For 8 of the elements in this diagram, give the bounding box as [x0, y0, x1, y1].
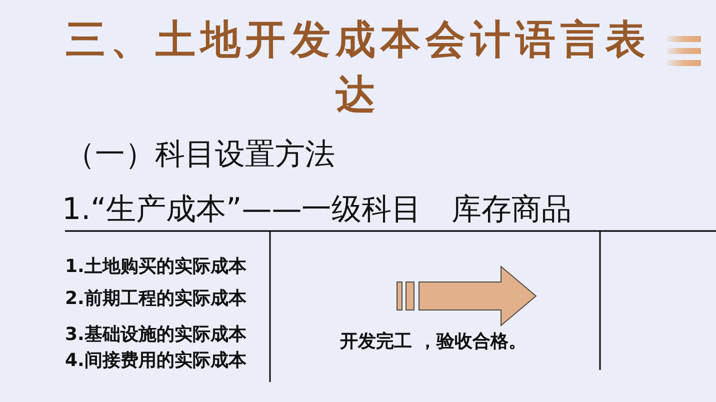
cost-item: 4.间接费用的实际成本	[65, 350, 246, 372]
cost-item: 3.基础设施的实际成本	[65, 324, 246, 346]
section-heading: （一）科目设置方法	[65, 137, 335, 173]
cost-item: 2.前期工程的实际成本	[65, 288, 246, 310]
slide-title: 三、土地开发成本会计语言表达	[64, 16, 652, 120]
cost-item: 1.土地购买的实际成本	[65, 256, 246, 278]
arrow-caption: 开发完工 ，验收合格。	[340, 331, 526, 353]
account-heading: 1.“生产成本”——一级科目 库存商品	[62, 193, 572, 227]
